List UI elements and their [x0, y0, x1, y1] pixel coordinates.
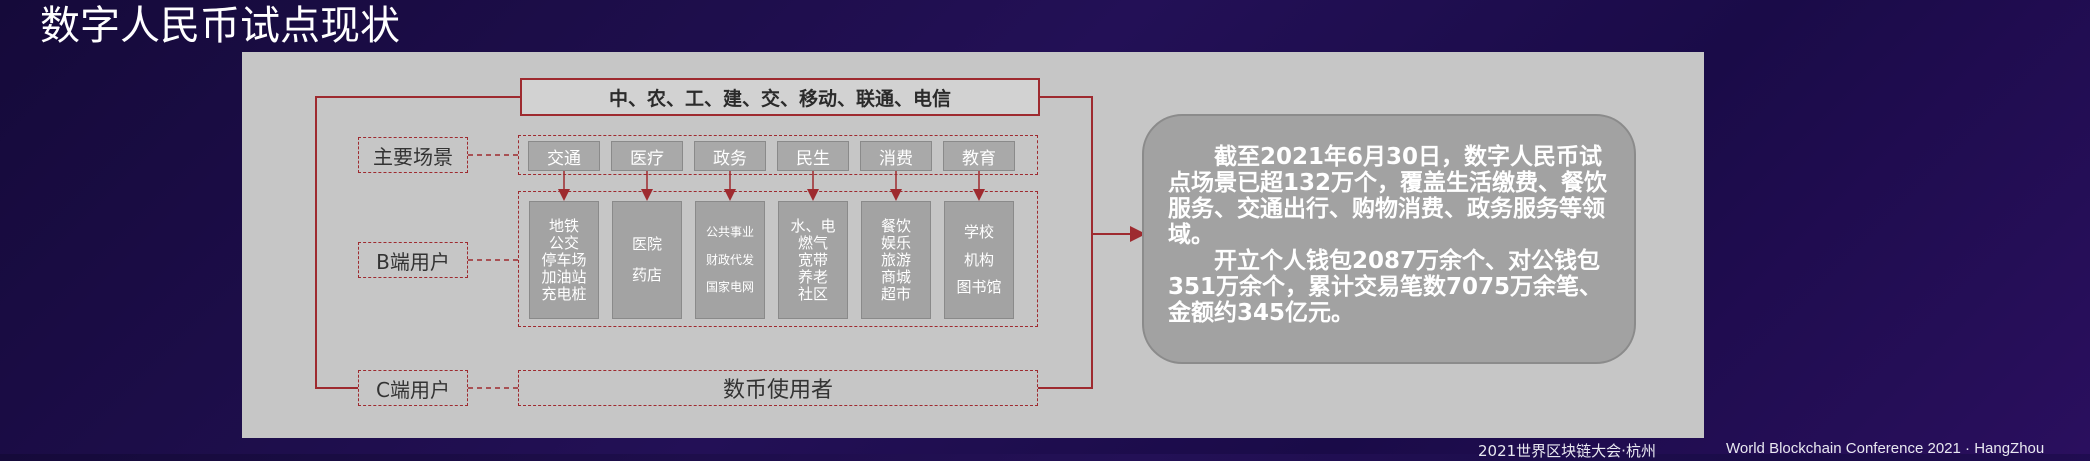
- b-box-consumption: 餐饮 娱乐 旅游 商城 超市: [861, 201, 931, 319]
- scenes-group: [518, 135, 1038, 175]
- b-box-item: 图书馆: [956, 277, 1002, 296]
- b-box-item: 机构: [963, 250, 994, 269]
- b-box-item: 地铁: [548, 216, 579, 235]
- b-box-item: 医院: [631, 235, 662, 253]
- b-box-item: 公交: [548, 233, 579, 252]
- b-box-item: 充电桩: [541, 284, 587, 303]
- b-box-item: 旅游: [880, 250, 911, 269]
- b-box-item: 药店: [631, 266, 662, 284]
- b-box-education: 学校 机构 图书馆: [944, 201, 1014, 319]
- footer-conference-cn: 2021世界区块链大会·杭州: [1478, 442, 1656, 460]
- b-box-item: 财政代发: [705, 252, 754, 267]
- b-box-item: 公共事业: [705, 225, 754, 240]
- b-box-item: 社区: [797, 284, 828, 303]
- diagram-panel: 中、农、工、建、交、移动、联通、电信 主要场景 B端用户 C端用户 交通 医疗 …: [242, 52, 1704, 438]
- b-box-medical: 医院 药店: [612, 201, 682, 319]
- c-users-label: C端用户: [358, 370, 468, 406]
- b-box-item: 学校: [963, 223, 994, 242]
- b-users-group: [518, 191, 1038, 327]
- b-box-item: 加油站: [541, 267, 587, 286]
- b-box-item: 娱乐: [880, 233, 911, 252]
- b-box-item: 燃气: [797, 233, 828, 252]
- b-box-item: 国家电网: [705, 279, 754, 294]
- summary-bubble: 截至2021年6月30日，数字人民币试点场景已超132万个，覆盖生活缴费、餐饮服…: [1142, 114, 1636, 364]
- b-box-item: 超市: [880, 284, 911, 303]
- summary-paragraph-1: 截至2021年6月30日，数字人民币试点场景已超132万个，覆盖生活缴费、餐饮服…: [1168, 144, 1608, 248]
- scene-education: 教育: [943, 141, 1015, 171]
- b-box-item: 商城: [880, 267, 911, 286]
- scene-livelihood: 民生: [777, 141, 849, 171]
- footer-conference-en: World Blockchain Conference 2021 · HangZ…: [1726, 440, 2045, 457]
- b-box-government: 公共事业 财政代发 国家电网: [695, 201, 765, 319]
- b-box-item: 餐饮: [880, 216, 911, 235]
- connector-lines: [315, 96, 1146, 389]
- scene-consumption: 消费: [860, 141, 932, 171]
- b-box-item: 养老: [797, 267, 828, 286]
- scene-transport: 交通: [528, 141, 600, 171]
- b-box-livelihood: 水、电 燃气 宽带 养老 社区: [778, 201, 848, 319]
- b-users-label: B端用户: [358, 242, 468, 278]
- c-users-box: 数币使用者: [518, 370, 1038, 406]
- bank-operators-banner: 中、农、工、建、交、移动、联通、电信: [520, 78, 1040, 116]
- b-box-transport: 地铁 公交 停车场 加油站 充电桩: [529, 201, 599, 319]
- scene-medical: 医疗: [611, 141, 683, 171]
- b-box-item: 宽带: [797, 250, 828, 269]
- b-box-item: 水、电: [790, 216, 836, 235]
- scenes-label: 主要场景: [358, 137, 468, 173]
- scene-government: 政务: [694, 141, 766, 171]
- page-title: 数字人民币试点现状: [40, 3, 400, 49]
- b-box-item: 停车场: [541, 250, 587, 269]
- summary-paragraph-2: 开立个人钱包2087万余个、对公钱包351万余个，累计交易笔数7075万余笔、金…: [1168, 248, 1603, 326]
